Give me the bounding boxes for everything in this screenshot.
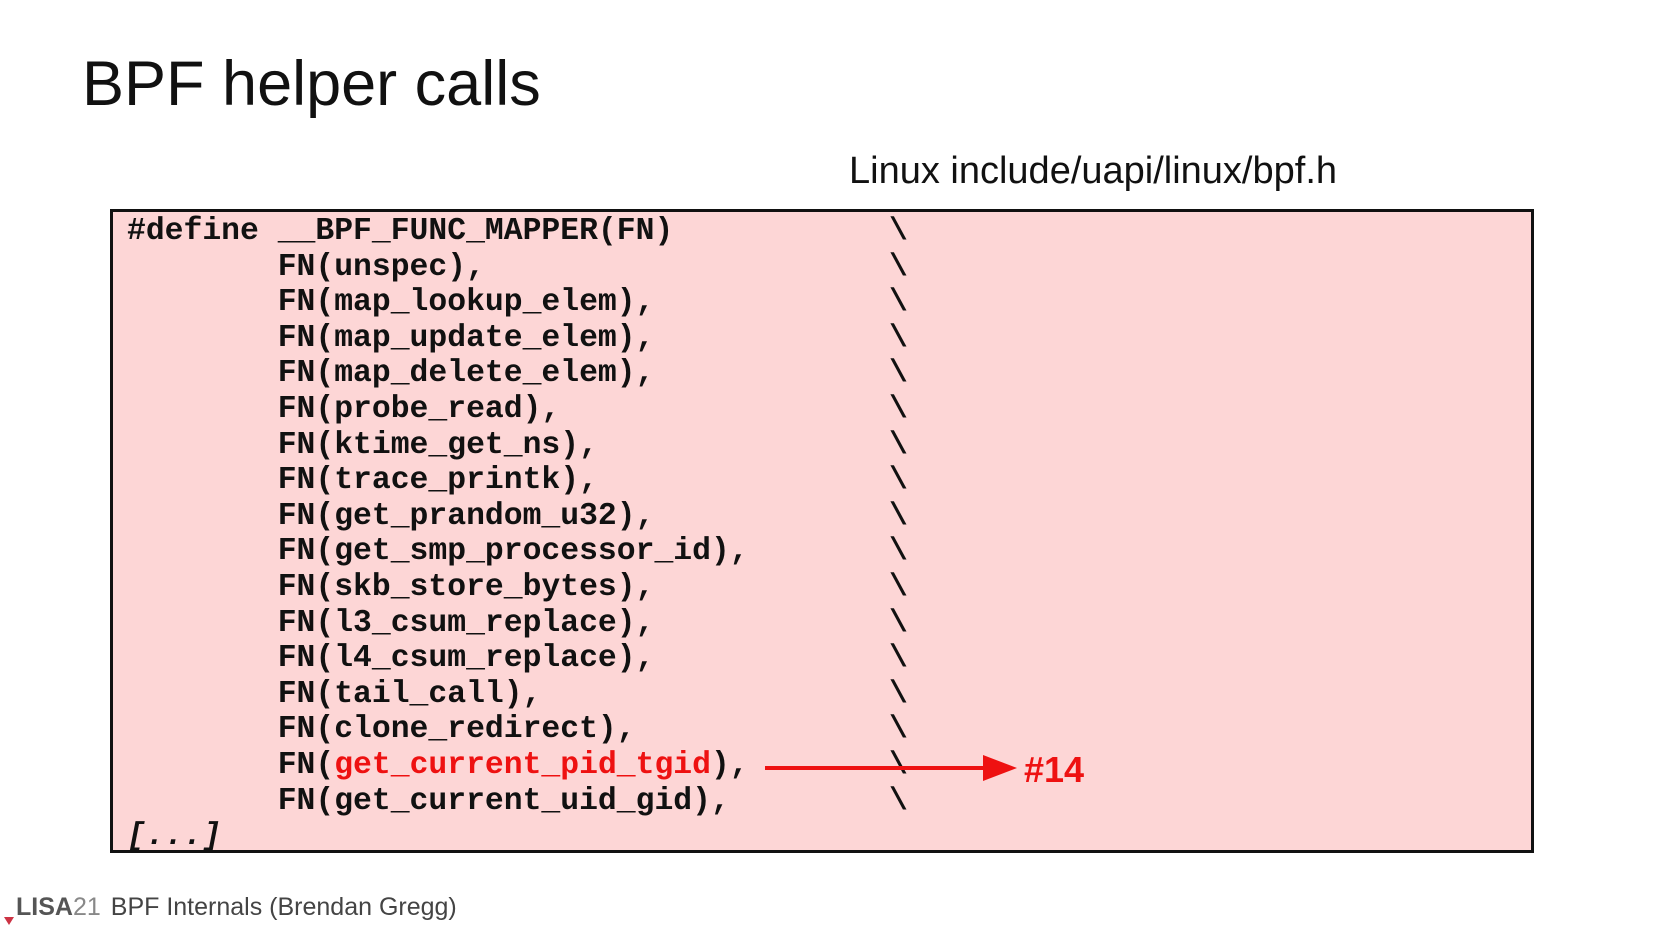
code-text: #define __BPF_FUNC_MAPPER(FN) (127, 214, 674, 249)
line-continuation: \ (889, 391, 908, 427)
code-line: FN(skb_store_bytes), \ (127, 569, 908, 606)
line-continuation: \ (889, 783, 908, 819)
corner-mark-icon (4, 917, 14, 925)
code-line: FN(map_delete_elem), \ (127, 356, 908, 392)
code-text: FN(map_delete_elem), (127, 356, 655, 392)
line-continuation: \ (889, 676, 908, 712)
line-continuation: \ (889, 712, 908, 748)
line-continuation: \ (889, 641, 908, 677)
line-continuation: \ (889, 498, 908, 534)
line-continuation: \ (889, 463, 908, 499)
footer: LISA 21 BPF Internals (Brendan Gregg) (16, 893, 457, 922)
footer-text: BPF Internals (Brendan Gregg) (110, 893, 457, 921)
code-line: FN(tail_call), \ (127, 676, 908, 713)
code-text: [...] (127, 819, 222, 855)
code-line: FN(ktime_get_ns), \ (127, 427, 908, 464)
footer-brand: LISA (16, 893, 73, 921)
code-text: FN(tail_call), (127, 676, 542, 712)
code-line: FN(get_current_uid_gid), \ (127, 783, 908, 820)
line-continuation: \ (889, 356, 908, 392)
source-file-label: Linux include/uapi/linux/bpf.h (849, 150, 1338, 192)
line-continuation: \ (889, 534, 908, 570)
line-continuation: \ (889, 214, 908, 249)
code-text: FN(l3_csum_replace), (127, 605, 655, 641)
code-text: FN(l4_csum_replace), (127, 641, 655, 677)
code-line: FN(l3_csum_replace), \ (127, 605, 908, 642)
callout-badge: #14 (1024, 749, 1085, 790)
code-line: FN(l4_csum_replace), \ (127, 641, 908, 677)
code-text: FN( (127, 747, 335, 783)
line-continuation: \ (889, 569, 908, 605)
code-line: FN(get_prandom_u32), \ (127, 498, 908, 535)
code-line: FN(map_lookup_elem), \ (127, 285, 908, 321)
code-line: #define __BPF_FUNC_MAPPER(FN) \ (127, 214, 908, 250)
code-text: FN(get_prandom_u32), (127, 498, 655, 534)
code-text: FN(unspec), (127, 249, 485, 285)
code-text: FN(probe_read), (127, 391, 561, 427)
slide-title: BPF helper calls (82, 49, 541, 119)
code-box: #define __BPF_FUNC_MAPPER(FN) \ FN(unspec… (110, 209, 1534, 855)
callout-arrow-icon (765, 755, 1017, 781)
code-line: FN(get_current_pid_tgid), \ (127, 747, 908, 784)
code-text: FN(map_update_elem), (127, 320, 655, 356)
footer-brand-number: 21 (72, 893, 101, 921)
code-block: #define __BPF_FUNC_MAPPER(FN) \ FN(unspec… (127, 214, 908, 855)
code-text: FN(get_current_uid_gid), (127, 783, 730, 819)
line-continuation: \ (889, 427, 908, 463)
code-line: FN(probe_read), \ (127, 391, 908, 428)
line-continuation: \ (889, 747, 908, 783)
code-text: FN(map_lookup_elem), (127, 285, 655, 321)
code-text-suffix: ), (710, 747, 749, 783)
line-continuation: \ (889, 605, 908, 641)
code-line: FN(trace_printk), \ (127, 463, 908, 499)
code-line: FN(map_update_elem), \ (127, 320, 908, 357)
line-continuation: \ (889, 285, 908, 321)
code-line: [...] (127, 819, 749, 855)
code-text: FN(skb_store_bytes), (127, 569, 655, 605)
line-continuation: \ (889, 249, 908, 285)
code-line: FN(unspec), \ (127, 249, 908, 286)
code-text: FN(ktime_get_ns), (127, 427, 598, 463)
highlighted-helper: get_current_pid_tgid (334, 747, 711, 783)
line-continuation: \ (889, 320, 908, 356)
code-line: FN(clone_redirect), \ (127, 712, 908, 748)
code-text: FN(get_smp_processor_id), (127, 534, 749, 570)
code-text: FN(clone_redirect), (127, 712, 636, 748)
code-line: FN(get_smp_processor_id), \ (127, 534, 908, 570)
code-text: FN(trace_printk), (127, 463, 598, 499)
